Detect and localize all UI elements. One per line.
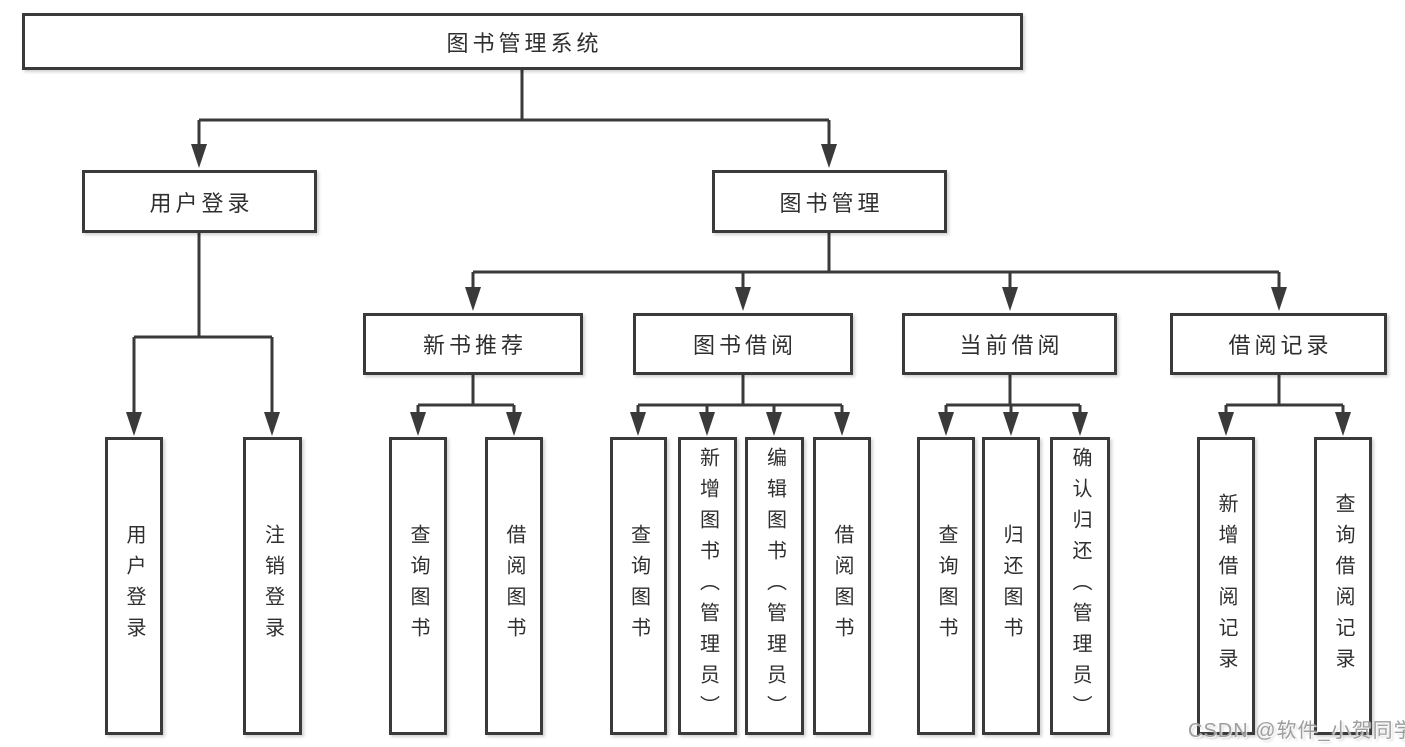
node-leaf-recommend-query-book: 查询图书 (389, 437, 447, 735)
node-user-login: 用户登录 (82, 170, 317, 233)
arrow-icon (630, 412, 646, 436)
node-leaf-borrow-query-book: 查询图书 (610, 437, 667, 735)
node-leaf-current-query-book: 查询图书 (917, 437, 975, 735)
connector-user-login-to-leaves (132, 233, 274, 414)
connector-record-to-leaves (1224, 375, 1345, 414)
node-leaf-borrow-edit-book-admin: 编辑图书（管理员） (745, 437, 804, 735)
node-label: 图书借阅 (692, 333, 797, 358)
arrow-icon (834, 412, 850, 436)
node-label: 注销登录 (261, 524, 284, 648)
node-leaf-recommend-borrow-book: 借阅图书 (485, 437, 543, 735)
connector-recommend-to-leaves (416, 375, 516, 414)
node-label: 新增图书（管理员） (696, 446, 719, 726)
node-leaf-record-query-record: 查询借阅记录 (1314, 437, 1372, 735)
node-label: 查询图书 (627, 524, 650, 648)
arrow-icon (264, 412, 280, 436)
arrow-icon (735, 287, 751, 311)
arrow-icon (1002, 287, 1018, 311)
arrow-icon (1003, 412, 1019, 436)
node-leaf-logout: 注销登录 (243, 437, 302, 735)
arrow-icon (1218, 412, 1234, 436)
arrow-icon (938, 412, 954, 436)
arrow-icon (465, 287, 481, 311)
node-label: 图书管理系统 (446, 30, 603, 56)
node-label: 编辑图书（管理员） (763, 446, 786, 726)
connector-root-to-level2 (197, 70, 831, 146)
arrow-icon (506, 412, 522, 436)
node-leaf-user-login: 用户登录 (105, 437, 163, 735)
node-leaf-current-confirm-return-admin: 确认归还（管理员） (1050, 437, 1110, 735)
node-label: 查询图书 (935, 524, 957, 648)
node-leaf-borrow-borrow-book: 借阅图书 (813, 437, 871, 735)
node-label: 确认归还（管理员） (1069, 446, 1091, 726)
node-book-borrow: 图书借阅 (633, 313, 853, 375)
arrow-icon (1335, 412, 1351, 436)
node-leaf-current-return-book: 归还图书 (982, 437, 1040, 735)
node-label: 查询借阅记录 (1332, 493, 1354, 679)
arrow-icon (1072, 412, 1088, 436)
node-borrow-record: 借阅记录 (1170, 313, 1387, 375)
node-root-library-system: 图书管理系统 (22, 13, 1023, 70)
arrow-icon (410, 412, 426, 436)
arrow-icon (126, 412, 142, 436)
node-label: 图书管理 (779, 190, 884, 216)
node-label: 借阅记录 (1228, 333, 1333, 358)
node-leaf-record-add-record: 新增借阅记录 (1197, 437, 1255, 735)
arrow-icon (1271, 287, 1287, 311)
connector-current-to-leaves (944, 375, 1082, 414)
node-leaf-borrow-add-book-admin: 新增图书（管理员） (678, 437, 737, 735)
watermark: CSDN @软件_小贺同学 (1188, 720, 1405, 742)
arrow-icon (191, 144, 207, 168)
node-label: 新书推荐 (422, 333, 527, 358)
node-label: 借阅图书 (831, 524, 853, 648)
node-label: 新增借阅记录 (1215, 493, 1237, 679)
node-label: 当前借阅 (959, 333, 1064, 358)
node-new-book-recommend: 新书推荐 (363, 313, 583, 375)
arrow-icon (821, 144, 837, 168)
arrow-icon (766, 412, 782, 436)
node-label: 归还图书 (1000, 524, 1022, 648)
connector-book-management-to-level3 (471, 233, 1281, 289)
node-label: 用户登录 (123, 524, 145, 648)
node-current-borrow: 当前借阅 (902, 313, 1117, 375)
node-label: 用户登录 (149, 190, 254, 216)
node-label: 查询图书 (407, 524, 429, 648)
connector-borrow-to-leaves (636, 375, 844, 414)
arrow-icon (699, 412, 715, 436)
node-label: 借阅图书 (503, 524, 525, 648)
node-book-management: 图书管理 (712, 170, 947, 233)
